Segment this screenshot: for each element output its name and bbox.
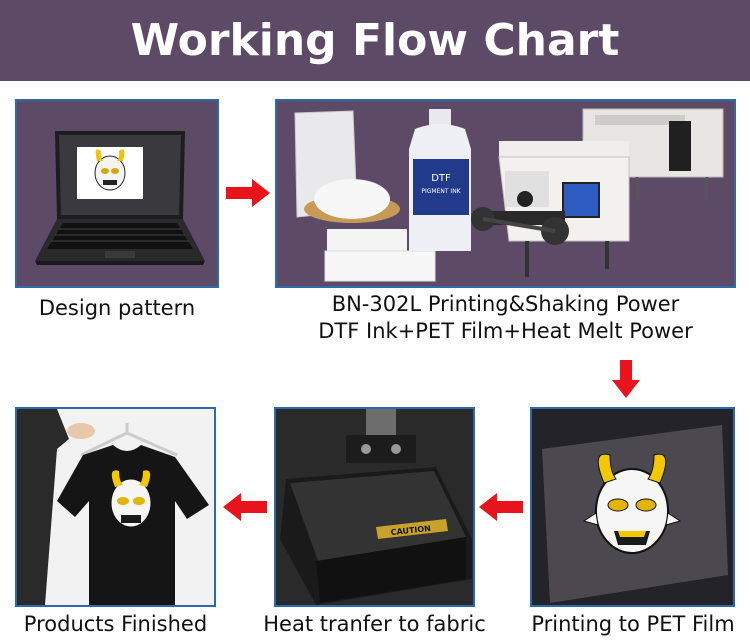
ink-bottle-sublabel: PIGMENT INK: [421, 188, 461, 195]
step-materials-panel: DTF PIGMENT INK: [275, 99, 736, 288]
heat-press-illustration: CAUTION: [276, 409, 473, 605]
step-finished-caption: Products Finished: [23, 612, 208, 636]
laptop-illustration: [17, 101, 217, 286]
arrow-left-2: [477, 492, 525, 522]
arrow-left-1: [221, 492, 269, 522]
step-design-panel: [15, 99, 219, 288]
step-printing-panel: [530, 407, 735, 607]
step-design-caption: Design pattern: [38, 296, 196, 320]
page-title: Working Flow Chart: [130, 15, 620, 66]
press-caution-label: CAUTION: [390, 524, 431, 537]
ink-bottle-label: DTF: [431, 173, 451, 184]
printed-film-illustration: [532, 409, 733, 605]
step-heat-panel: CAUTION: [274, 407, 475, 607]
step-finished-panel: [15, 407, 216, 607]
printer-and-supplies-illustration: DTF PIGMENT INK: [277, 101, 734, 286]
finished-tshirt-illustration: [17, 409, 214, 605]
step-materials-caption-line1: BN-302L Printing&Shaking Power: [331, 292, 680, 316]
arrow-down: [611, 358, 641, 400]
step-printing-caption: Printing to PET Film: [531, 612, 735, 636]
arrow-right-1: [224, 178, 272, 208]
step-materials-caption-line2: DTF Ink+PET Film+Heat Melt Power: [318, 319, 693, 343]
step-heat-caption: Heat tranfer to fabric: [263, 612, 486, 636]
title-banner: [0, 0, 750, 81]
